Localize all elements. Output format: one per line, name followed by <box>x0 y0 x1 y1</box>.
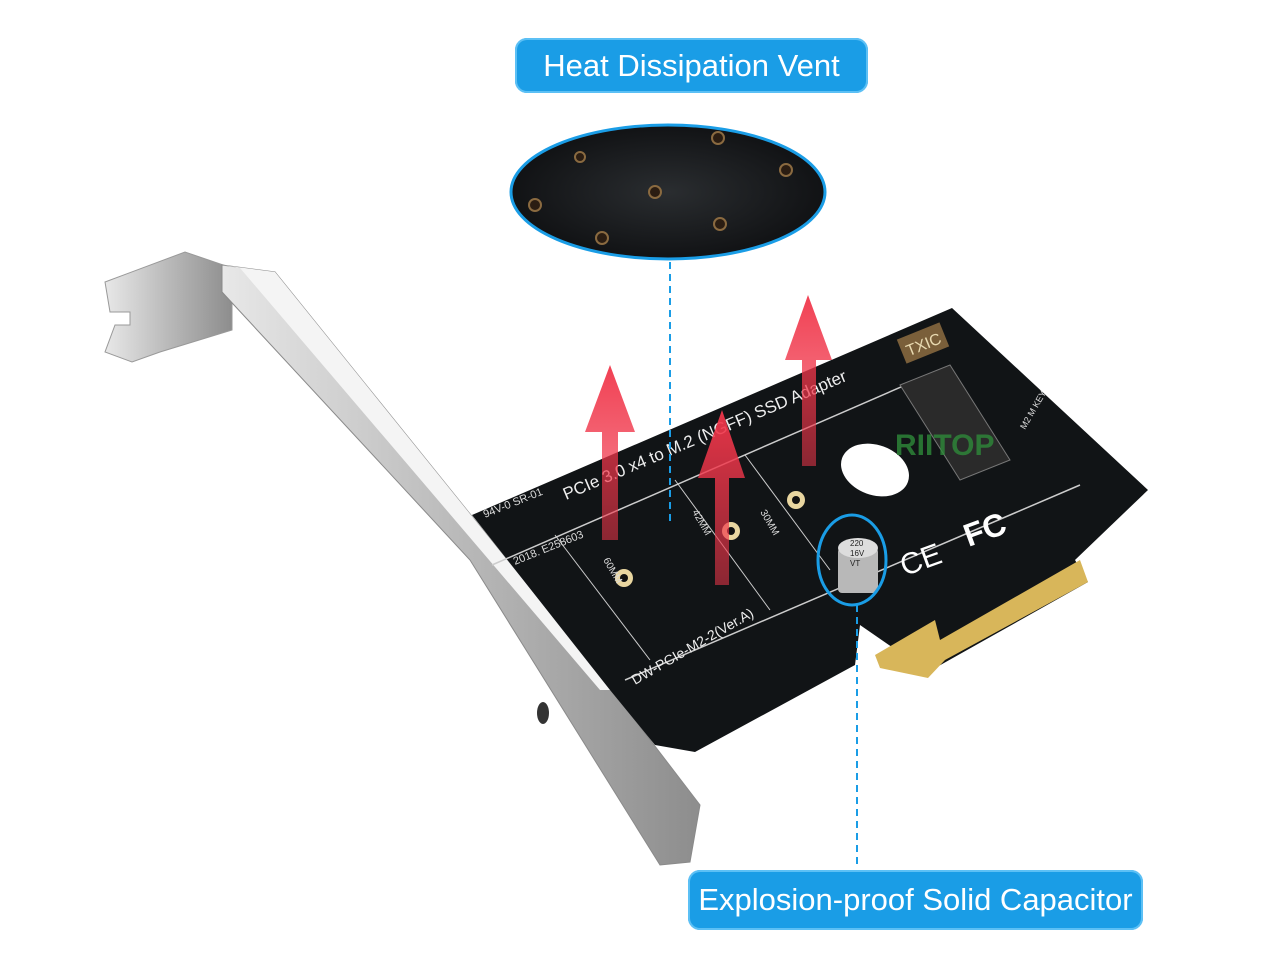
heat-vent-callout: Heat Dissipation Vent <box>515 38 868 93</box>
arrow-icon <box>698 410 745 585</box>
arrow-icon <box>585 365 635 540</box>
m2-connector <box>899 364 1011 481</box>
vent-closeup <box>509 123 827 261</box>
arrow-icon <box>785 295 832 466</box>
cap-mark-1: 220 <box>850 539 864 548</box>
mount-hole <box>841 443 909 497</box>
heat-arrows <box>585 295 832 585</box>
capacitor: 220 16V VT <box>838 538 878 593</box>
pcb-board: TXIC PCIe 3.0 x4 to M.2 (NGFF) SSD Adapt… <box>472 308 1148 752</box>
cap-mark-2: 16V <box>850 549 865 558</box>
cap-mark-3: VT <box>850 559 860 568</box>
metal-bracket <box>104 251 701 866</box>
watermark: RIITOP <box>895 429 994 462</box>
gold-fingers <box>875 560 1088 678</box>
capacitor-callout: Explosion-proof Solid Capacitor <box>688 870 1143 930</box>
capacitor-highlight-ring <box>816 513 888 607</box>
